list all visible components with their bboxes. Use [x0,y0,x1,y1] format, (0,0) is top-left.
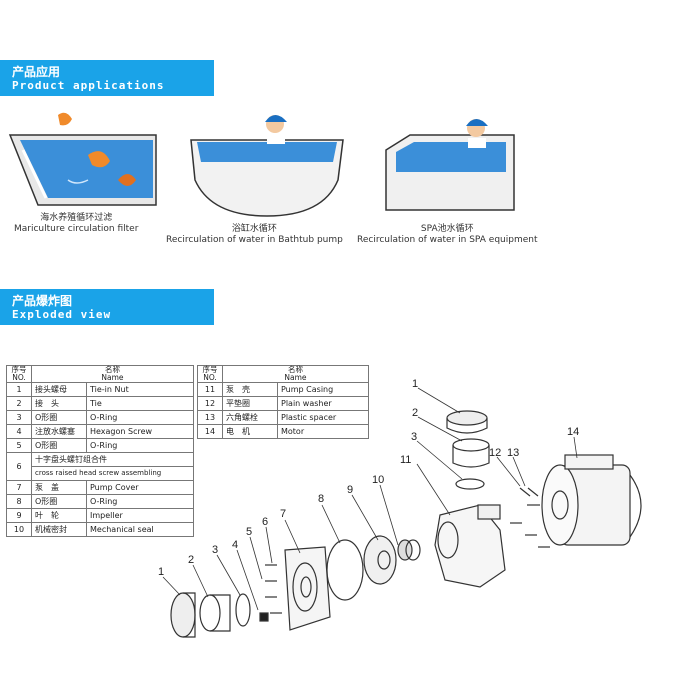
caption-cn: SPA池水循环 [420,224,474,234]
callout-10: 10 [372,474,384,486]
impeller-drawing [363,535,397,585]
application-spa-caption: SPA池水循环 Recirculation of water in SPA eq… [357,224,538,246]
callout-4: 4 [232,539,238,551]
callout-1-top: 1 [412,378,418,390]
application-mariculture-image [8,110,158,210]
callout-14: 14 [567,426,579,438]
caption-cn: 海水养殖循环过滤 [40,213,113,223]
application-mariculture-caption: 海水养殖循环过滤 Mariculture circulation filter [14,213,138,235]
callout-11: 11 [400,454,411,466]
callout-2-front: 2 [188,554,194,566]
pump-casing-drawing [434,504,506,588]
caption-cn: 浴缸水循环 [231,224,277,234]
mechanical-seal-drawing [397,539,421,561]
bolts-drawing [510,522,550,548]
application-bathtub-caption: 浴缸水循环 Recirculation of water in Bathtub … [166,224,343,246]
application-bathtub-image [183,110,351,220]
callout-5: 5 [246,526,252,538]
applications-banner-title-cn: 产品应用 [12,65,61,79]
applications-banner-title-en: Product applications [12,79,165,92]
callout-12: 12 [489,447,501,459]
callout-9: 9 [347,484,353,496]
caption-en: Mariculture circulation filter [14,224,139,234]
callout-8: 8 [318,493,324,505]
table-row: cross raised head screw assembling [7,466,194,481]
callout-3-front: 3 [212,544,218,556]
o-ring-8-drawing [326,539,364,601]
callout-3-top: 3 [411,431,417,443]
caption-en: Recirculation of water in SPA equipment [357,235,538,245]
application-spa-image [380,110,520,220]
exploded-banner: 产品爆炸图 Exploded view [0,289,214,325]
exploded-banner-title-cn: 产品爆炸图 [12,294,73,308]
pump-cover-drawing [284,546,331,631]
callout-6: 6 [262,516,268,528]
motor-drawing [527,454,642,546]
screws-drawing [265,564,282,614]
caption-en: Recirculation of water in Bathtub pump [166,235,343,245]
callout-1-front: 1 [158,566,164,578]
applications-banner: 产品应用 Product applications [0,60,214,96]
callout-2-top: 2 [412,407,418,419]
callout-13: 13 [507,447,519,459]
exploded-banner-title-en: Exploded view [12,308,112,321]
front-union-drawing [170,592,269,638]
top-union-drawing [446,410,539,497]
exploded-view-drawing: 1 2 3 4 5 6 7 8 9 10 11 12 13 14 1 2 3 [158,378,642,638]
callout-7: 7 [280,508,286,520]
